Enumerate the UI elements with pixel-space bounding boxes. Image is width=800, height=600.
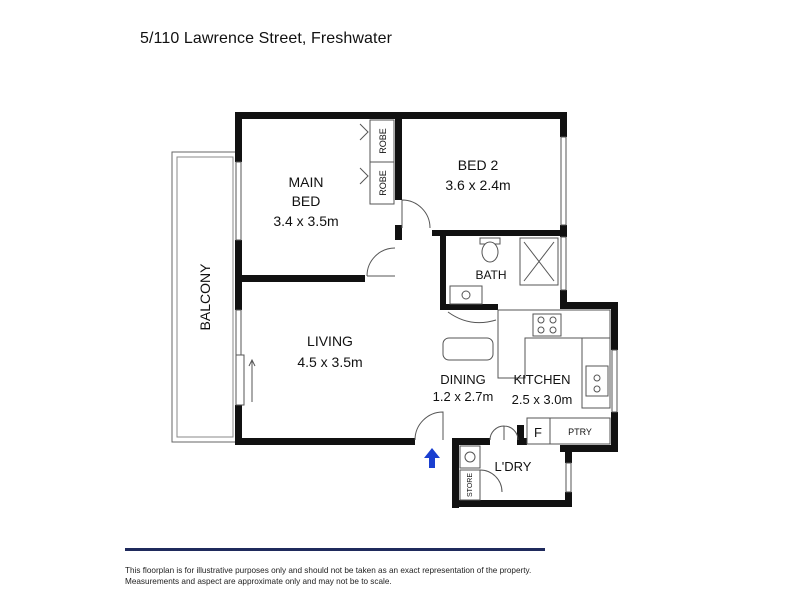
main-bed-size: 3.4 x 3.5m (273, 213, 338, 229)
entry-arrow-icon (424, 448, 440, 468)
property-address: 5/110 Lawrence Street, Freshwater (140, 30, 393, 47)
bath-label: BATH (475, 268, 506, 282)
fridge-label: F (534, 425, 542, 440)
doors (366, 199, 519, 493)
walls (235, 112, 618, 508)
disclaimer-line-1: This floorplan is for illustrative purpo… (125, 566, 532, 575)
robe-label-1: ROBE (378, 128, 388, 154)
bath-fixtures (449, 237, 559, 305)
balcony-sliding-door (235, 354, 256, 406)
laundry-fixtures (459, 445, 481, 501)
kitchen-label: KITCHEN (513, 372, 570, 387)
windows (235, 136, 618, 493)
footer-divider (125, 548, 545, 551)
main-bed-label-2: BED (292, 193, 321, 209)
robes (359, 119, 395, 205)
store-label: STORE (467, 473, 474, 497)
living-label: LIVING (307, 333, 353, 349)
bed2-label: BED 2 (458, 157, 499, 173)
laundry-label: L'DRY (495, 459, 532, 474)
main-bed-label-1: MAIN (289, 174, 324, 190)
living-size: 4.5 x 3.5m (297, 354, 362, 370)
pantry-label: PTRY (568, 427, 592, 437)
disclaimer-line-2: Measurements and aspect are approximate … (125, 577, 392, 586)
balcony-label: BALCONY (197, 263, 213, 331)
dining-size: 1.2 x 2.7m (433, 389, 494, 404)
disclaimer: This floorplan is for illustrative purpo… (125, 565, 585, 587)
bed2-size: 3.6 x 2.4m (445, 177, 510, 193)
kitchen-size: 2.5 x 3.0m (512, 392, 573, 407)
kitchen-fixtures (442, 309, 611, 445)
dining-label: DINING (440, 372, 486, 387)
robe-label-2: ROBE (378, 170, 388, 196)
